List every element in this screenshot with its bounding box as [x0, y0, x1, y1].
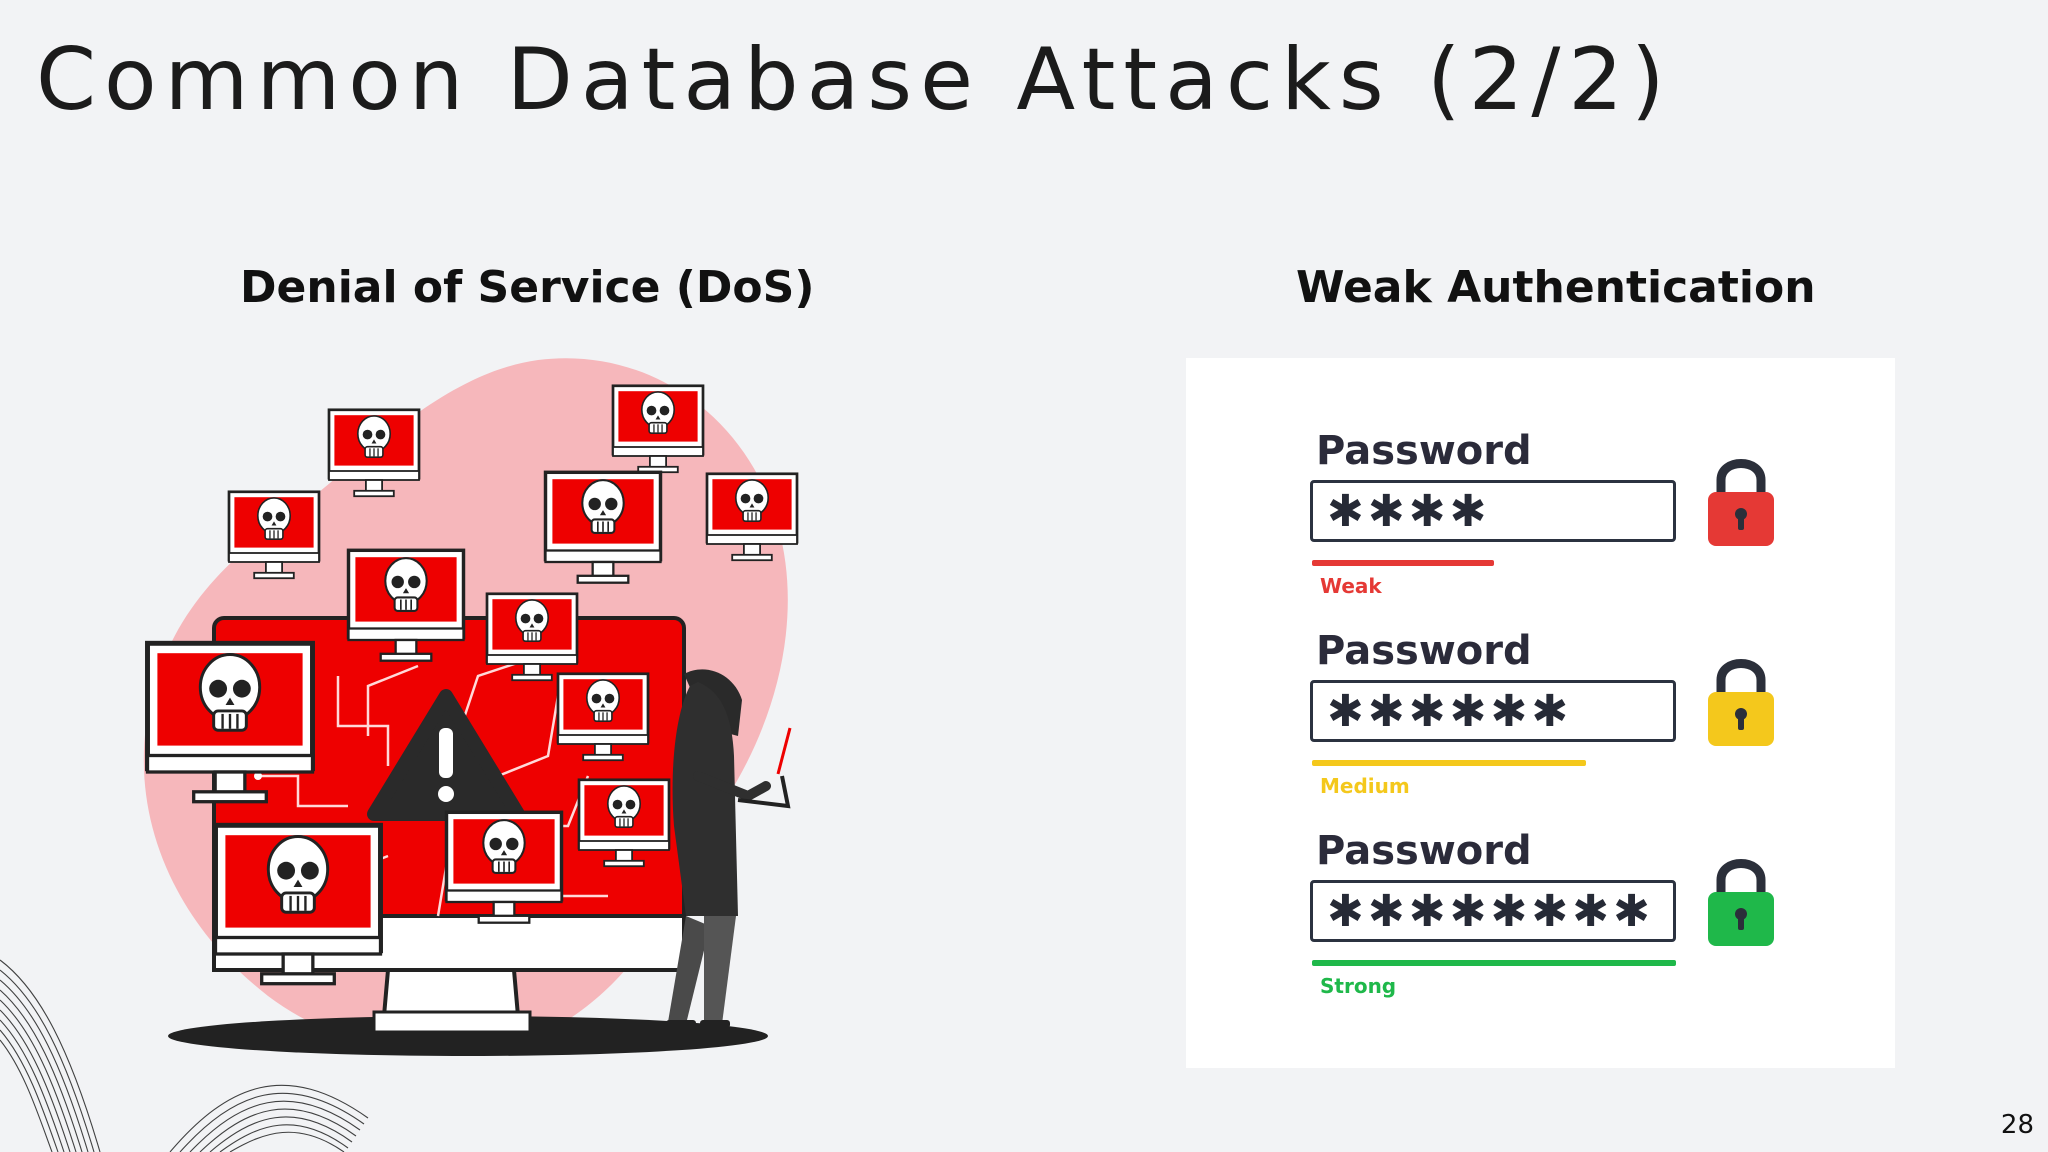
strength-label: Strong: [1320, 974, 1397, 998]
ground-shadow: [168, 1016, 768, 1056]
password-label: Password: [1316, 428, 1532, 474]
dos-illustration: [143, 358, 858, 1056]
password-input[interactable]: ✱✱✱✱✱✱✱✱: [1310, 880, 1676, 942]
padlock-yellow-icon: [1708, 659, 1774, 746]
password-strength-card: Password ✱✱✱✱ Weak Password ✱✱✱✱✱✱ Mediu…: [1186, 358, 1895, 1068]
decorative-wave-lines: [0, 959, 369, 1152]
strength-bar: [1312, 960, 1676, 966]
strength-bar: [1312, 760, 1586, 766]
strength-label: Medium: [1320, 774, 1410, 798]
dos-heading: Denial of Service (DoS): [240, 262, 815, 313]
strength-label: Weak: [1320, 574, 1382, 598]
hacker-figure: [666, 669, 792, 1028]
padlock-red-icon: [1708, 459, 1774, 546]
strength-bar: [1312, 560, 1494, 566]
password-input[interactable]: ✱✱✱✱✱✱: [1310, 680, 1676, 742]
padlock-green-icon: [1708, 859, 1774, 946]
slide-title: Common Database Attacks (2/2): [36, 30, 1673, 130]
password-label: Password: [1316, 828, 1532, 874]
weak-auth-heading: Weak Authentication: [1296, 262, 1816, 313]
page-number: 28: [2000, 1110, 2034, 1140]
password-label: Password: [1316, 628, 1532, 674]
password-input[interactable]: ✱✱✱✱: [1310, 480, 1676, 542]
